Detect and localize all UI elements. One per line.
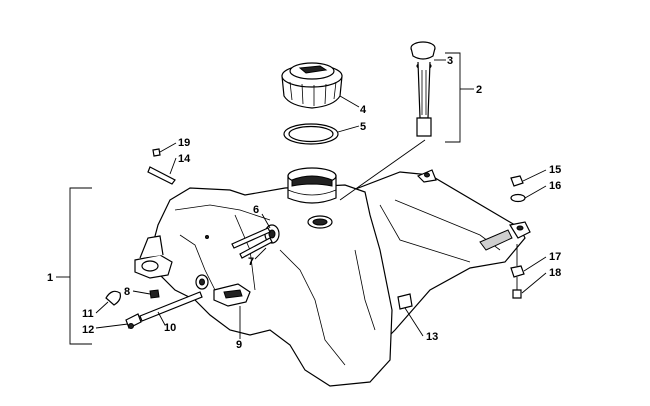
- callout-9: 9: [236, 339, 242, 351]
- cap-gasket: [283, 123, 339, 145]
- leader-lines: [95, 59, 547, 339]
- fuel-tank: [134, 167, 531, 387]
- group-bracket-2: [445, 52, 474, 143]
- callout-16: 16: [549, 180, 561, 192]
- callout-4: 4: [360, 104, 367, 116]
- callout-5: 5: [360, 121, 366, 133]
- callout-2: 2: [476, 84, 482, 96]
- callout-8: 8: [124, 286, 130, 298]
- callout-7: 7: [248, 256, 254, 268]
- callout-17: 17: [549, 251, 561, 263]
- callout-18: 18: [549, 267, 561, 279]
- group-bracket-1: [56, 187, 92, 345]
- callout-3: 3: [447, 55, 453, 67]
- callout-10: 10: [164, 322, 176, 334]
- callout-11: 11: [82, 308, 94, 320]
- fuel-cap: [281, 62, 343, 109]
- callout-14: 14: [178, 153, 191, 165]
- callout-13: 13: [426, 331, 438, 343]
- callout-19: 19: [178, 137, 190, 149]
- callout-15: 15: [549, 164, 561, 176]
- hardware-right: [510, 175, 526, 299]
- callout-1: 1: [47, 272, 53, 284]
- fuel-gauge-sender: [339, 41, 436, 201]
- callout-6: 6: [253, 204, 259, 216]
- callout-12: 12: [82, 324, 94, 336]
- hardware-left: [105, 148, 273, 329]
- callout-labels: 1 2 3 4 5 6 7 8 9 10 11 12 13 14 15 16 1…: [47, 55, 561, 351]
